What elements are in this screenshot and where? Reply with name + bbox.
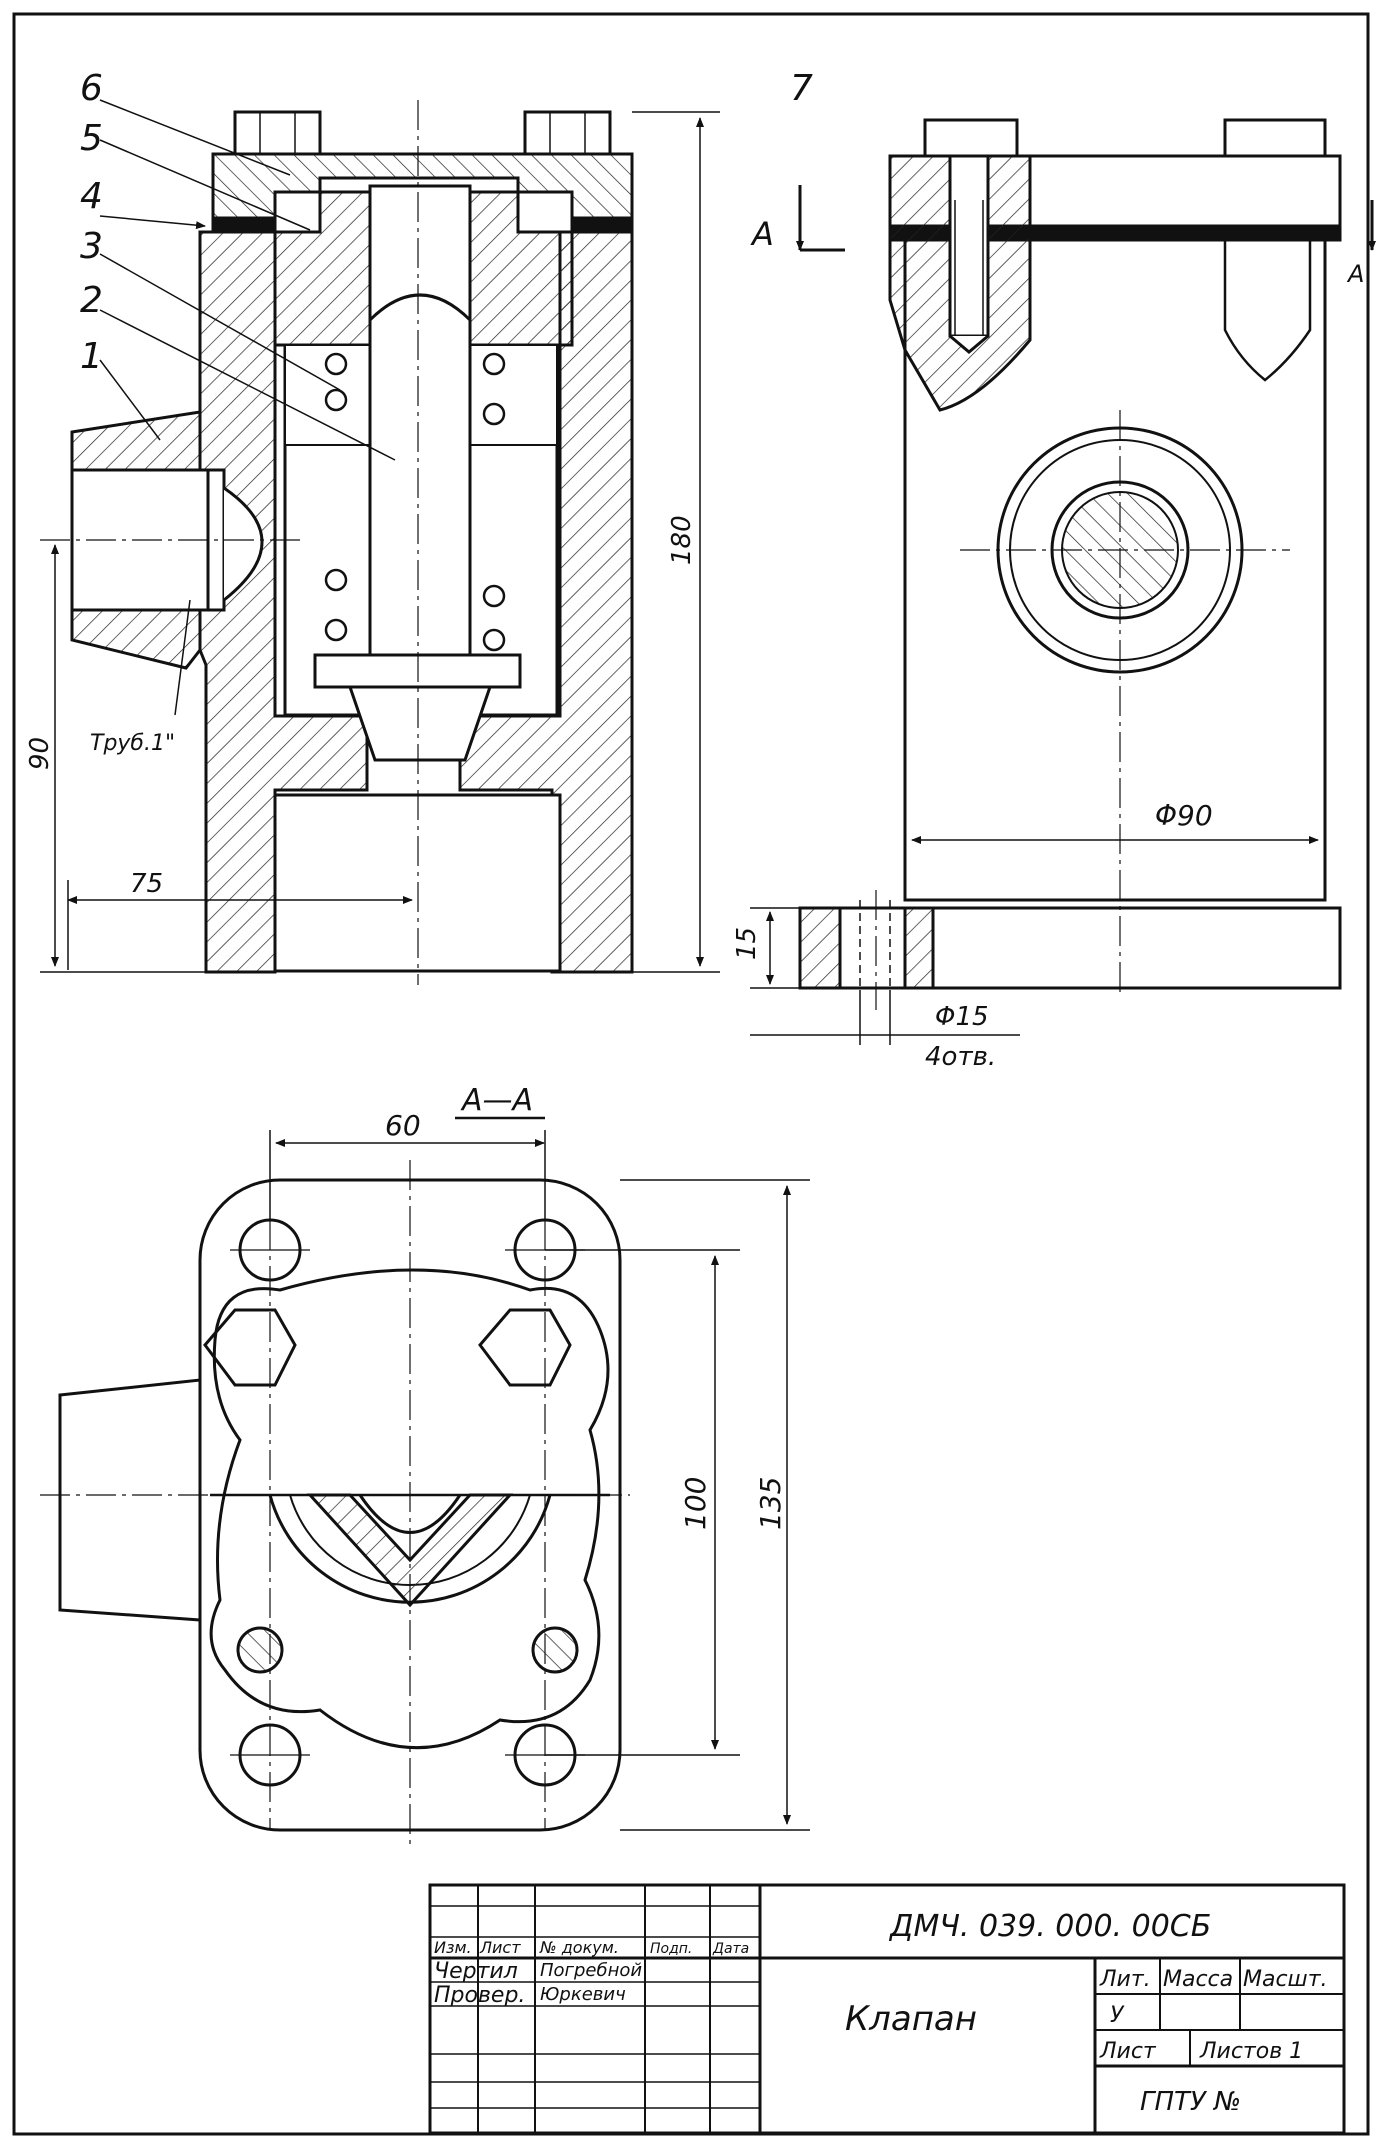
header-doc: № докум. [539, 1938, 619, 1957]
header-list: Лист [479, 1938, 521, 1957]
cut-bolt-left [236, 1626, 284, 1674]
role-checked: Провер. [434, 1983, 525, 2008]
organization: ГПТУ № [1140, 2087, 1241, 2117]
sheet-label: Лист [1099, 2039, 1157, 2064]
side-view [798, 118, 1342, 1010]
inlet-stub [58, 1378, 202, 1622]
role-drawn: Чертил [434, 1959, 518, 1984]
callout-7: 7 [790, 68, 813, 109]
callout-2-leader [99, 309, 396, 461]
side-bolt-head-right [1223, 118, 1327, 158]
section-label-text: A—A [460, 1083, 533, 1118]
sheets-label: Листов 1 [1199, 2039, 1303, 2064]
side-base-flange [798, 906, 1342, 990]
callout-6: 6 [80, 68, 103, 109]
callout-1: 1 [80, 336, 103, 377]
section-dimensions [269, 1116, 810, 1831]
hole-count-text: 4отв. [925, 1042, 996, 1072]
side-bolt-head-left [923, 118, 1019, 158]
hex-nut-left [203, 1308, 297, 1387]
spring-coils [324, 352, 506, 652]
title-block [428, 1883, 1346, 2135]
gasket [211, 216, 277, 234]
callout-4: 4 [80, 176, 103, 217]
title-block-text: ДМЧ. 039. 000. 00СБ Клапан Изм. Лист № д… [434, 1909, 1328, 2117]
header-sign: Подп. [650, 1941, 692, 1957]
valve-cone [347, 685, 493, 762]
valve-stem [368, 184, 472, 668]
name-drawn: Погребной [540, 1960, 642, 1981]
front-section-view [40, 100, 634, 985]
name-checked: Юркевич [540, 1984, 626, 2005]
dim-phi15-text: Φ15 [935, 1002, 989, 1032]
section-cut-markers [796, 185, 1376, 252]
lit-value: У [1110, 2003, 1125, 2028]
dim-180-text: 180 [667, 515, 697, 565]
pipe-thread-leader [174, 599, 191, 716]
dim-phi90-text: Φ90 [1155, 799, 1213, 832]
cut-marker-right-text: A [1346, 260, 1364, 288]
callout-4-leader [99, 215, 206, 230]
scale-label: Масшт. [1243, 1967, 1328, 1992]
front-dimensions [40, 99, 720, 973]
callout-5-leader [99, 139, 311, 231]
dim-75-text: 75 [130, 869, 163, 899]
part-name: Клапан [845, 1999, 977, 2039]
callout-6-leader [99, 99, 291, 176]
body-lobe-outline [209, 1268, 610, 1750]
dim-60-text: 60 [385, 1109, 421, 1142]
callout-5: 5 [80, 118, 103, 159]
bolt-head-right [523, 110, 612, 156]
dim-135-text: 135 [754, 1477, 787, 1530]
side-body [903, 240, 1327, 902]
side-dimensions [750, 836, 1319, 1045]
section-a-a-view [40, 1160, 630, 1850]
header-izm: Изм. [434, 1938, 472, 1957]
document-number: ДМЧ. 039. 000. 00СБ [888, 1909, 1211, 1944]
cut-bolt-right [531, 1626, 579, 1674]
dim-90-text: 90 [25, 737, 55, 770]
bolt-head-left [233, 110, 322, 156]
hex-nut-right [478, 1308, 572, 1387]
callout-2: 2 [80, 280, 103, 321]
cut-marker-left-text: A [750, 215, 774, 253]
dim-15-text: 15 [732, 927, 762, 960]
dim-100-text: 100 [679, 1477, 712, 1530]
header-date: Дата [712, 1941, 749, 1957]
bolt-7-shank [948, 154, 990, 338]
callout-3-leader [99, 253, 341, 391]
callout-labels: 6 5 4 3 2 1 7 [80, 68, 813, 377]
mass-label: Масса [1163, 1967, 1233, 1992]
pipe-thread-text: Труб.1" [90, 731, 175, 756]
lit-label: Лит. [1099, 1967, 1151, 1992]
callout-3: 3 [80, 226, 103, 267]
callout-1-leader [99, 359, 161, 441]
